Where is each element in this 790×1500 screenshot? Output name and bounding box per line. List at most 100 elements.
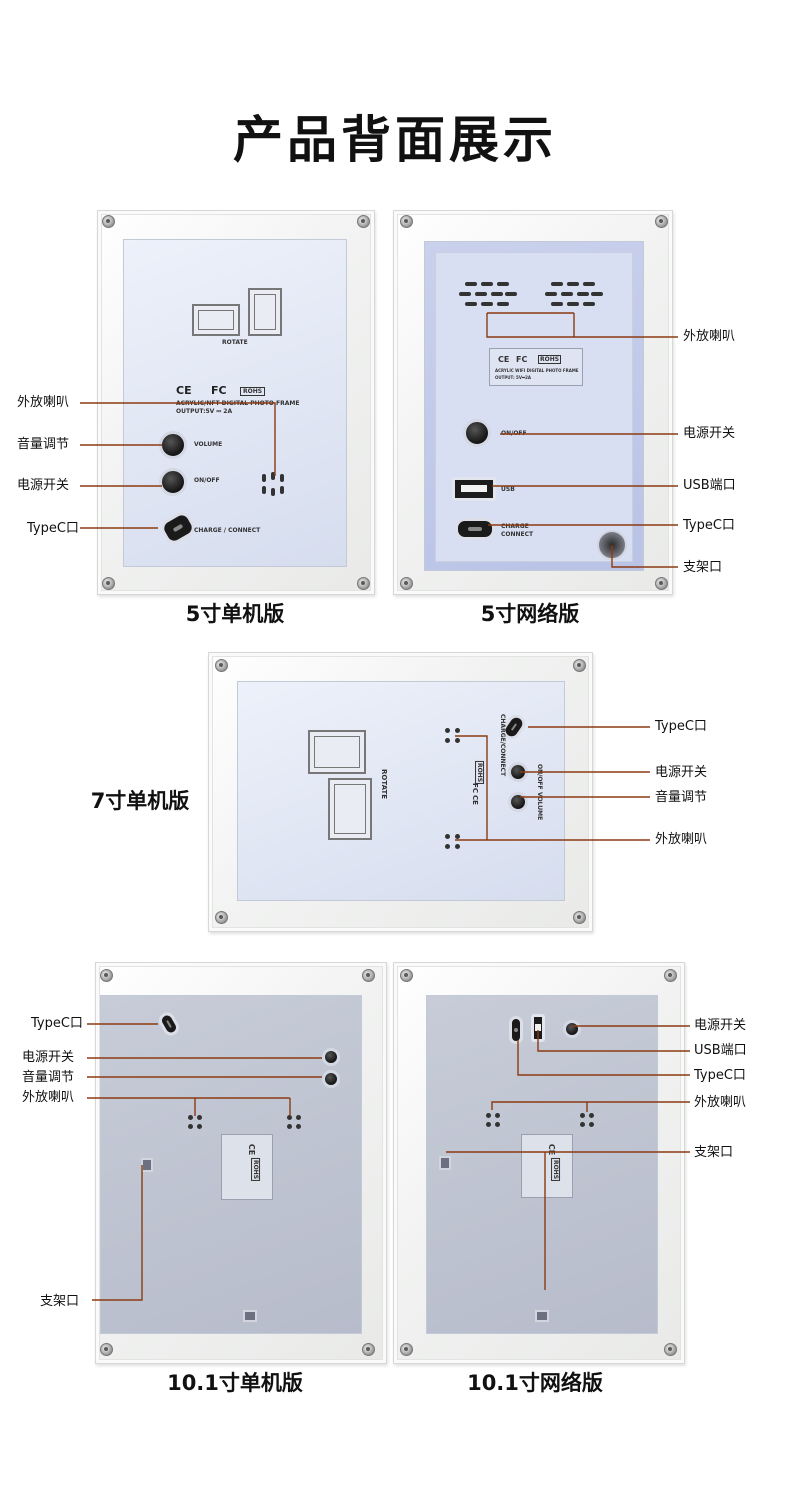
leader-line [455,735,650,841]
caption-5-network: 5寸网络版 [480,602,580,626]
speaker-grille-right [579,1112,597,1130]
label-volume: 音量调节 [22,1070,75,1085]
stand-socket-bottom [535,1310,549,1322]
label-speaker: 外放喇叭 [17,395,70,410]
back-panel: CE ROHS [100,995,362,1334]
screw [664,1343,677,1356]
label-stand: 支架口 [683,560,723,575]
screw [362,1343,375,1356]
screw [400,577,413,590]
rotate-landscape-icon [308,730,366,774]
rotate-text: ROTATE [222,339,248,346]
speaker-grille-right [545,278,603,316]
cert-label: CE FC ROHS ACRYLIC WIFI DIGITAL PHOTO FR… [489,348,583,386]
ce-mark: CE [498,355,510,364]
leader-line [92,1165,143,1301]
label-usb: USB端口 [694,1043,747,1058]
cert-label: CE ROHS [521,1134,573,1198]
screw [357,215,370,228]
power-button [159,468,187,496]
caption-10-network: 10.1寸网络版 [467,1371,603,1395]
screw [400,969,413,982]
caption-7-standalone: 7寸单机版 [90,789,190,813]
charge-text: CHARGE [501,523,529,530]
screw [215,659,228,672]
screw [215,911,228,924]
speaker-grille-left [485,1112,503,1130]
label-volume: 音量调节 [17,437,70,452]
label-typec: TypeC口 [31,1016,83,1031]
leader-line [80,402,276,476]
leader-line [517,1040,690,1076]
label-power: 电源开关 [17,478,70,493]
label-power: 电源开关 [22,1050,75,1065]
frame-5-network: CE FC ROHS ACRYLIC WIFI DIGITAL PHOTO FR… [393,210,673,595]
rotate-portrait-icon [328,778,372,840]
frame-10-network: CE ROHS [393,962,685,1364]
power-button [322,1048,340,1066]
power-button [563,1020,581,1038]
leader-line [486,312,678,338]
speaker-grille-left [459,278,517,316]
screw [100,1343,113,1356]
model-text: ACRYLIC WIFI DIGITAL PHOTO FRAME [495,368,579,373]
screw [655,577,668,590]
volume-button [322,1070,340,1088]
label-speaker: 外放喇叭 [694,1095,747,1110]
typec-port [455,518,495,540]
speaker-grille [258,472,288,496]
screw [102,215,115,228]
label-typec: TypeC口 [655,719,707,734]
leader-line [537,1030,690,1052]
power-button [463,419,491,447]
screw [357,577,370,590]
caption-5-standalone: 5寸单机版 [185,602,285,626]
leader-line [446,1151,690,1290]
label-usb: USB端口 [683,478,736,493]
label-speaker: 外放喇叭 [22,1090,75,1105]
rotate-landscape-icon [192,304,240,336]
label-power: 电源开关 [655,765,708,780]
screw [400,1343,413,1356]
volume-text: VOLUME [194,441,223,448]
output-text: OUTPUT: 5V⎓2A [495,375,532,380]
label-stand: 支架口 [694,1145,734,1160]
back-panel: CE FC ROHS ACRYLIC WIFI DIGITAL PHOTO FR… [424,241,644,571]
fc-mark: FC [211,384,227,397]
back-panel: ROTATE CE FC ROHS CHARGE/CONNECT ON/OFF … [237,681,565,901]
label-stand: 支架口 [40,1294,80,1309]
screw [664,969,677,982]
usb-port [452,477,496,501]
screw [573,659,586,672]
output-text: OUTPUT:5V ⎓ 2A [176,408,233,415]
rohs-mark: ROHS [240,387,266,396]
stand-socket-side [439,1156,451,1170]
usb-text: USB [501,486,515,493]
caption-10-standalone: 10.1寸单机版 [167,1371,303,1395]
screw [400,215,413,228]
screw [102,577,115,590]
label-power: 电源开关 [683,426,736,441]
label-speaker: 外放喇叭 [683,329,736,344]
leader-line-group [80,312,690,1301]
leader-line [491,1101,690,1112]
fc-mark: FC [516,355,528,364]
frame-10-standalone: CE ROHS [95,962,387,1364]
frame-7-standalone: ROTATE CE FC ROHS CHARGE/CONNECT ON/OFF … [208,652,593,932]
stand-socket-bottom [243,1310,257,1322]
speaker-grille-left [187,1114,205,1132]
rotate-portrait-icon [248,288,282,336]
rohs-mark: ROHS [538,355,562,364]
connect-text: CONNECT [501,531,534,538]
page-title: 产品背面展示 [233,111,557,169]
speaker-grille-bottom [443,832,465,854]
onoff-text: ON/OFF [194,477,220,484]
speaker-grille-right [286,1114,304,1132]
cert-label: CE ROHS [221,1134,273,1200]
screw [100,969,113,982]
label-speaker: 外放喇叭 [655,832,708,847]
label-typec: TypeC口 [694,1068,746,1083]
typec-port [509,1016,523,1044]
label-typec: TypeC口 [27,521,79,536]
